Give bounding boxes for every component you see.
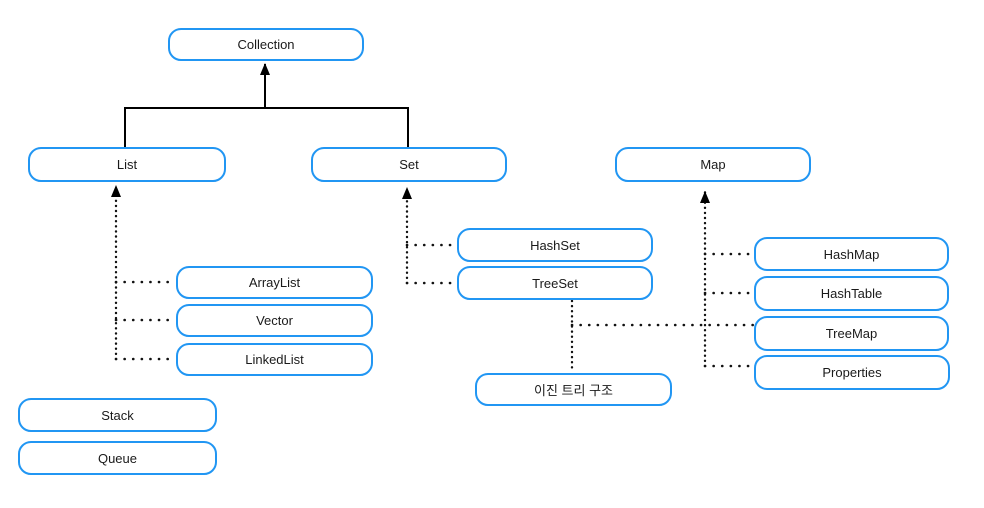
node-hashtable-label: HashTable (820, 286, 883, 301)
node-hashmap-label: HashMap (823, 246, 880, 262)
node-hashtable: HashTable (754, 276, 949, 311)
node-map: Map (615, 147, 811, 182)
node-treeset: TreeSet (457, 266, 653, 300)
node-stack-label: Stack (101, 407, 134, 423)
node-linkedlist: LinkedList (176, 343, 373, 376)
node-queue-label: Queue (97, 450, 138, 466)
node-properties-label: Properties (822, 365, 882, 380)
node-linkedlist-label: LinkedList (245, 352, 304, 367)
node-treemap: TreeMap (754, 316, 949, 351)
node-list-label: List (116, 157, 138, 172)
node-hashset: HashSet (457, 228, 653, 262)
node-binary-tree-note-label: 이진 트리 구조 (534, 383, 613, 398)
node-stack: Stack (18, 398, 217, 432)
node-vector-label: Vector (256, 313, 293, 328)
node-collection-label: Collection (237, 37, 295, 52)
node-arraylist-label: ArrayList (248, 275, 301, 290)
node-set: Set (311, 147, 507, 182)
node-treemap-label: TreeMap (825, 326, 878, 341)
node-hashset-label: HashSet (530, 237, 580, 253)
node-hashmap: HashMap (754, 237, 949, 271)
node-treeset-label: TreeSet (532, 275, 578, 291)
node-queue: Queue (18, 441, 217, 475)
node-vector: Vector (176, 304, 373, 337)
node-map-label: Map (700, 157, 726, 172)
node-properties: Properties (754, 355, 950, 390)
node-set-label: Set (399, 157, 419, 172)
node-list: List (28, 147, 226, 182)
node-arraylist: ArrayList (176, 266, 373, 299)
node-binary-tree-note: 이진 트리 구조 (475, 373, 672, 406)
node-collection: Collection (168, 28, 364, 61)
